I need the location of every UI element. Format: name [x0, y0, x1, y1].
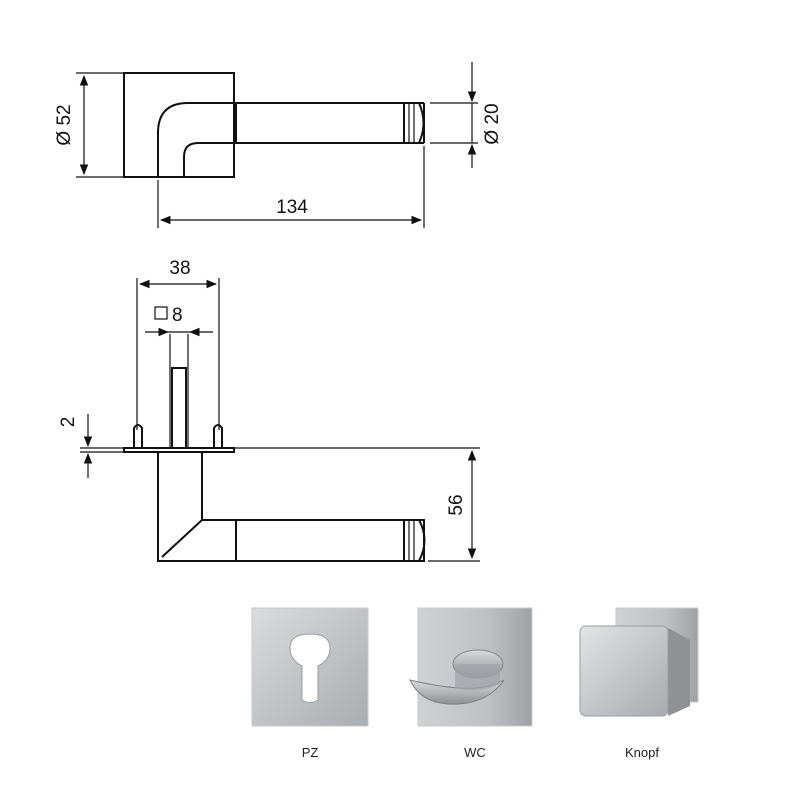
knob-face	[579, 625, 669, 717]
rose-plate-front	[123, 72, 235, 178]
pz-escutcheon: PZ	[251, 607, 369, 760]
knob-rose: Knopf	[579, 607, 699, 760]
wc-turn-escutcheon: WC	[409, 607, 533, 760]
square-symbol-icon	[154, 306, 168, 320]
side-view: 38 8 2 56	[58, 258, 480, 562]
dim-grip-diameter: Ø 20	[482, 103, 503, 144]
dim-pin-spacing: 38	[169, 258, 190, 279]
lever-top-outline	[157, 102, 424, 177]
spindle	[171, 367, 187, 449]
product-label-knopf: Knopf	[625, 745, 659, 760]
thumb-turn	[409, 679, 505, 705]
dim-rose-thickness: 2	[58, 417, 79, 428]
top-view: Ø 52 Ø 20 134	[54, 62, 503, 228]
dim-lever-length: 134	[276, 197, 308, 218]
cylinder-keyhole-icon	[289, 633, 331, 703]
lever-side-outline	[157, 452, 425, 562]
product-label-pz: PZ	[302, 745, 319, 760]
fixing-pin-left	[133, 424, 143, 448]
rose-plate-side	[123, 447, 235, 453]
fixing-pin-right	[213, 424, 223, 448]
dim-rose-diameter: Ø 52	[54, 104, 75, 145]
dim-lever-height: 56	[446, 494, 467, 515]
dim-spindle-square: 8	[172, 305, 183, 326]
product-label-wc: WC	[464, 745, 486, 760]
